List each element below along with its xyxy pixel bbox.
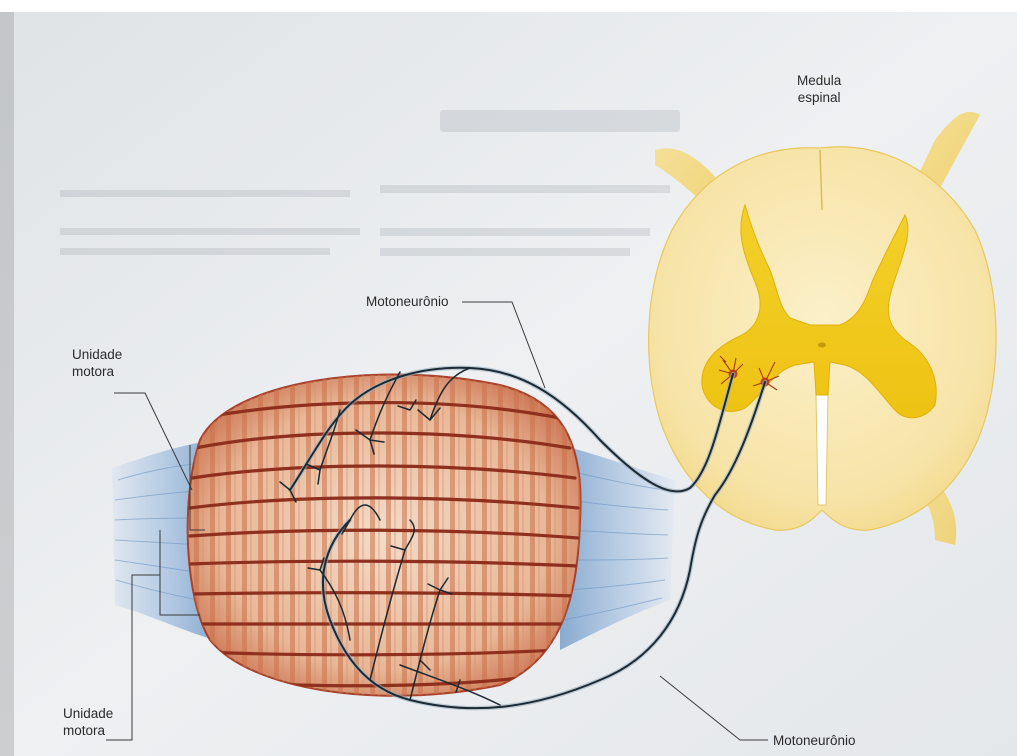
motor-unit-bottom-label-line2: motora [63, 722, 113, 739]
spinal-cord-label: Medula espinal [797, 72, 841, 106]
motor-unit-top-label-line2: motora [72, 363, 122, 380]
central-canal [818, 343, 826, 348]
motor-unit-top-label-line1: Unidade [72, 346, 122, 363]
skeletal-muscle [180, 370, 600, 710]
page-top-border [0, 0, 1017, 12]
motor-unit-top-label: Unidade motora [72, 346, 122, 380]
anterior-median-fissure [816, 384, 828, 505]
page-shadow-left [0, 0, 14, 756]
motor-neuron-top-label: Motoneurônio [366, 293, 449, 310]
motor-unit-bottom-label-line1: Unidade [63, 705, 113, 722]
motor-unit-bottom-label: Unidade motora [63, 705, 113, 739]
spinal-cord-label-line2: espinal [797, 89, 841, 106]
spinal-cord-label-line1: Medula [797, 72, 841, 89]
motor-neuron-bottom-label: Motoneurônio [773, 732, 856, 749]
